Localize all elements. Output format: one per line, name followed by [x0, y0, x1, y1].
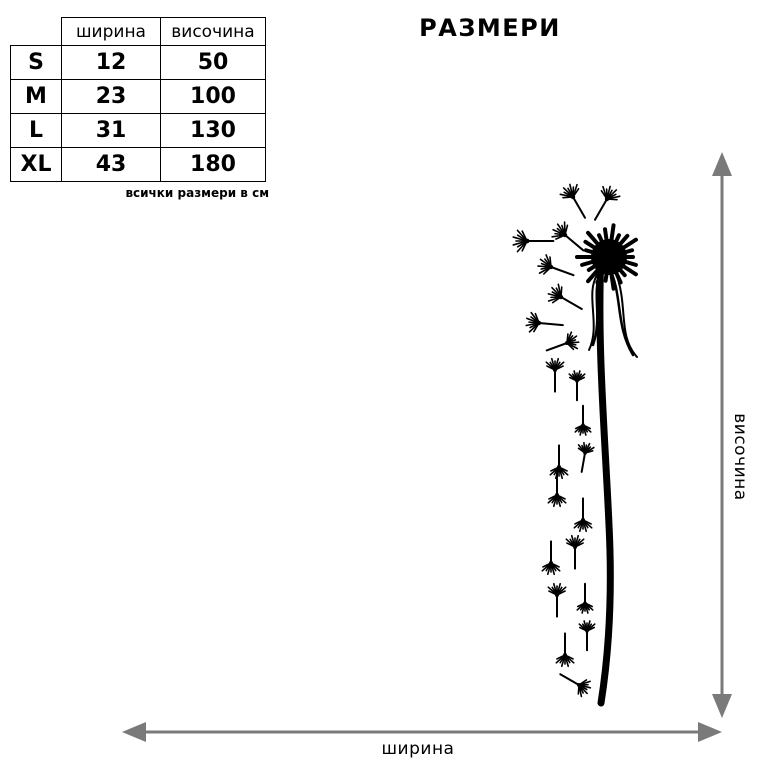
seed-icon — [525, 311, 564, 333]
seed-icon — [547, 582, 567, 618]
seed-icon — [574, 404, 592, 436]
dandelion-stem — [588, 251, 638, 707]
width-value: 12 — [61, 45, 161, 80]
seed-icon — [547, 283, 583, 310]
dandelion-head — [575, 223, 638, 291]
dandelion-icon — [512, 183, 638, 707]
size-label: M — [10, 79, 62, 114]
seed-icon — [568, 370, 586, 402]
width-column-header: ширина — [61, 17, 161, 46]
seed-icon — [555, 632, 575, 668]
seed-icon — [541, 540, 561, 576]
seed-icon — [565, 534, 585, 570]
seed-icon — [559, 673, 592, 698]
size-table-corner — [10, 17, 62, 46]
seed-icon — [549, 444, 569, 480]
size-label: XL — [10, 147, 62, 182]
seed-icon — [512, 229, 555, 253]
width-value: 23 — [61, 79, 161, 114]
seed-icon — [578, 620, 596, 652]
size-label: S — [10, 45, 62, 80]
table-row: L 31 130 — [10, 113, 266, 148]
page-title: РАЗМЕРИ — [419, 14, 561, 42]
seed-icon — [573, 497, 593, 533]
seed-icon — [577, 441, 595, 473]
seed-icon — [551, 221, 585, 252]
height-value: 50 — [160, 45, 266, 80]
height-arrow-icon — [712, 152, 732, 718]
seed-icon — [576, 582, 594, 614]
table-row: XL 43 180 — [10, 147, 266, 182]
width-value: 31 — [61, 113, 161, 148]
seed-icon — [537, 254, 575, 277]
height-value: 180 — [160, 147, 266, 182]
seed-icon — [545, 357, 565, 393]
height-value: 130 — [160, 113, 266, 148]
width-arrow-icon — [122, 722, 722, 742]
size-table: ширина височина S 12 50 M 23 100 L 31 13… — [10, 17, 266, 182]
table-row: S 12 50 — [10, 45, 266, 80]
width-axis-label: ширина — [381, 739, 455, 759]
height-axis-label: височина — [730, 413, 750, 501]
table-row: M 23 100 — [10, 79, 266, 114]
width-value: 43 — [61, 147, 161, 182]
seed-icon — [547, 472, 567, 508]
seed-icon — [594, 185, 621, 221]
seed-icon — [559, 183, 586, 219]
units-note: всички размери в см — [125, 186, 269, 200]
dandelion-seeds — [512, 183, 621, 698]
height-value: 100 — [160, 79, 266, 114]
seed-icon — [545, 331, 580, 352]
